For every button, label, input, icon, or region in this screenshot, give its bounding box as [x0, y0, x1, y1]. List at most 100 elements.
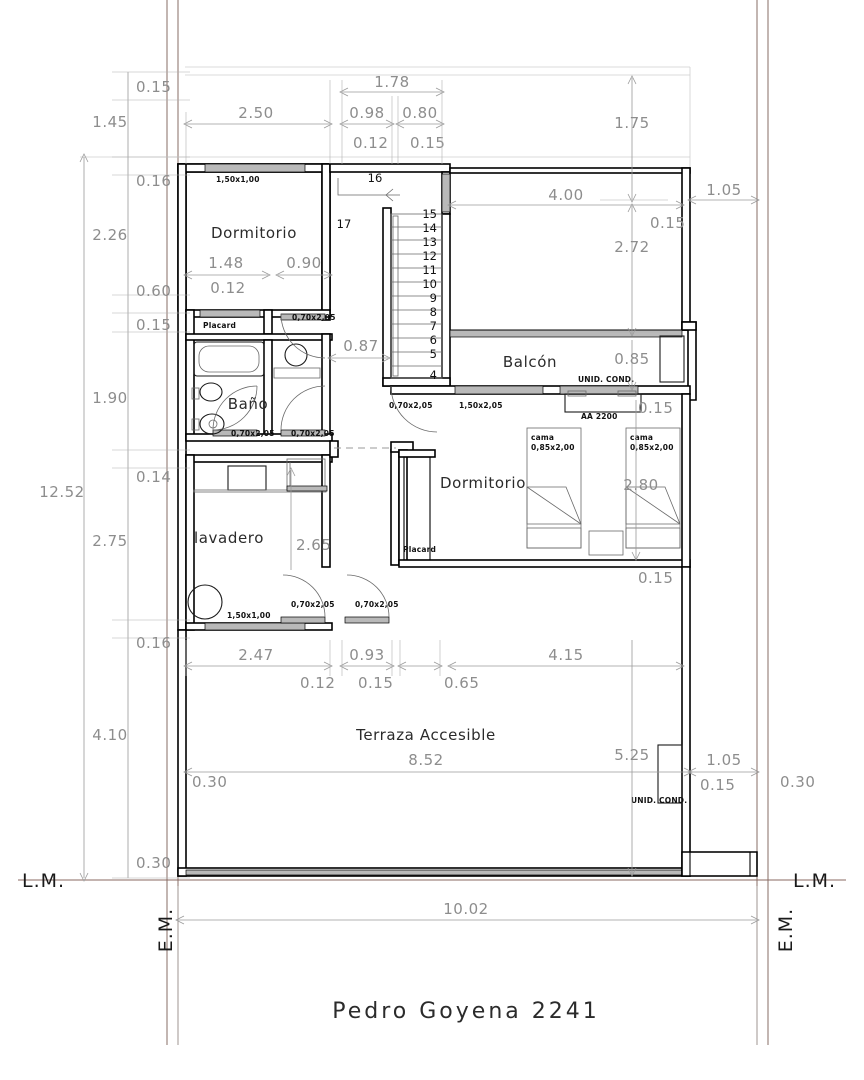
fixtures — [187, 335, 685, 804]
dim-0-30-right: 0.30 — [780, 773, 815, 791]
room-labels: Dormitorio Baño lavadero Balcón Dormitor… — [194, 224, 557, 744]
label-win-balcon: 1,50x2,05 — [459, 401, 503, 410]
svg-text:5: 5 — [430, 347, 437, 361]
label-win-dorm1: 1,50x1,00 — [216, 175, 260, 184]
room-label-lavadero: lavadero — [194, 529, 264, 547]
label-lm-right: L.M. — [793, 870, 836, 892]
dim-0-90: 0.90 — [286, 254, 321, 272]
dim-top-0-98: 0.98 — [349, 104, 384, 122]
label-door-lavadero: 0,70x2,05 — [291, 600, 335, 609]
dim-left-3: 2.26 — [92, 226, 127, 244]
room-label-dormitorio-1: Dormitorio — [211, 224, 297, 242]
walls — [177, 163, 758, 877]
dim-0-87: 0.87 — [343, 337, 378, 355]
dim-0-15-right: 0.15 — [650, 214, 685, 232]
opening-labels: 1,50x1,00 1,50x1,00 1,50x2,05 0,70x2,05 … — [216, 175, 503, 620]
dim-left-6: 1.90 — [92, 389, 127, 407]
equipment-labels: UNID. COND. AA 2200 UNID. COND. cama 0,8… — [531, 375, 687, 805]
label-cama-1-size: 0,85x2,00 — [531, 443, 575, 452]
stair-treads — [390, 213, 443, 379]
bathtub-icon — [193, 341, 265, 377]
door-swings — [212, 313, 438, 618]
label-placard-1: Placard — [203, 321, 236, 330]
dim-5-25: 5.25 — [614, 746, 649, 764]
nightstand-icon — [588, 530, 624, 556]
svg-text:7: 7 — [430, 319, 437, 333]
dim-4-15: 4.15 — [548, 646, 583, 664]
drawing-title: Pedro Goyena 2241 — [332, 999, 599, 1024]
label-cama-2: cama — [630, 433, 653, 442]
laundry-sink-icon — [187, 584, 223, 620]
dim-left-7: 0.14 — [136, 468, 171, 486]
sink-icon — [284, 343, 308, 367]
label-door-dorm1: 0,70x2,05 — [292, 313, 336, 322]
dim-top-0-80: 0.80 — [402, 104, 437, 122]
dim-left-5: 0.15 — [136, 316, 171, 334]
dim-overall-width: 10.02 — [443, 900, 488, 918]
dim-2-65: 2.65 — [296, 536, 331, 554]
dim-0-30-left: 0.30 — [192, 773, 227, 791]
dim-8-52: 8.52 — [408, 751, 443, 769]
label-cama-1: cama — [531, 433, 554, 442]
dim-1-05: 1.05 — [706, 181, 741, 199]
label-ac-terraza: UNID. COND. — [631, 796, 687, 805]
door-leaf-bano-1 — [212, 429, 258, 437]
stair-landing-17: 17 — [337, 217, 352, 231]
dim-top-2-50: 2.50 — [238, 104, 273, 122]
bidet-icon — [199, 382, 223, 402]
dim-2-72: 2.72 — [614, 238, 649, 256]
label-em-left: E.M. — [155, 908, 177, 952]
dim-0-15-bot: 0.15 — [358, 674, 393, 692]
ac-unit-balcon-icon — [564, 393, 642, 413]
dim-0-15-t: 0.15 — [700, 776, 735, 794]
svg-text:12: 12 — [422, 249, 437, 263]
svg-text:13: 13 — [422, 235, 437, 249]
svg-text:9: 9 — [430, 291, 437, 305]
dim-left-8: 2.75 — [92, 532, 127, 550]
dim-0-65: 0.65 — [444, 674, 479, 692]
room-label-balcon: Balcón — [503, 353, 557, 371]
dim-top-0-15: 0.15 — [410, 134, 445, 152]
dim-left-0: 0.15 — [136, 78, 171, 96]
svg-text:10: 10 — [422, 277, 437, 291]
bed-1-icon — [526, 427, 582, 549]
label-cama-2-size: 0,85x2,00 — [630, 443, 674, 452]
dimension-bottom-chain: 2.47 0.93 0.12 0.15 0.65 4.15 — [183, 640, 685, 692]
dim-1-48: 1.48 — [208, 254, 243, 272]
svg-text:14: 14 — [422, 221, 437, 235]
label-lm-left: L.M. — [22, 870, 65, 892]
label-door-bano-1: 0,70x2,05 — [231, 429, 275, 438]
dim-left-overall: 12.52 — [39, 483, 84, 501]
dim-2-80: 2.80 — [623, 476, 658, 494]
label-door-bano-2: 0,70x2,05 — [291, 429, 335, 438]
svg-text:8: 8 — [430, 305, 437, 319]
label-placard-2: Placard — [403, 545, 436, 554]
dim-left-1: 1.45 — [92, 113, 127, 131]
room-label-terraza: Terraza Accesible — [355, 726, 496, 744]
dim-1-05-b: 1.05 — [706, 751, 741, 769]
ac-unit-terraza-icon — [657, 744, 683, 804]
label-win-lavadero: 1,50x1,00 — [227, 611, 271, 620]
dim-0-15-b: 0.15 — [638, 399, 673, 417]
window-lavadero — [204, 622, 306, 631]
toilet-icon — [199, 413, 225, 435]
dim-left-11: 0.30 — [136, 854, 171, 872]
staircase: 15 14 13 12 11 10 9 8 7 6 5 4 16 17 — [337, 171, 443, 382]
dim-4-00: 4.00 — [548, 186, 583, 204]
dim-left-10: 4.10 — [92, 726, 127, 744]
door-leaf-bano-2 — [280, 429, 326, 437]
label-ac-model: AA 2200 — [581, 412, 618, 421]
bed-2-icon — [625, 427, 681, 549]
svg-text:15: 15 — [422, 207, 437, 221]
room-label-bano: Baño — [228, 395, 269, 413]
dim-left-4: 0.60 — [136, 282, 171, 300]
dim-1-75: 1.75 — [614, 114, 649, 132]
label-door-dorm2: 0,70x2,05 — [355, 600, 399, 609]
dim-top-0-12: 0.12 — [353, 134, 388, 152]
dim-top-1-78: 1.78 — [374, 73, 409, 91]
dimension-right-top: 1.75 1.05 0.15 2.72 0.85 4.00 0.15 0.15 … — [447, 75, 760, 587]
boundary-labels: L.M. L.M. E.M. E.M. 10.02 — [22, 870, 836, 1045]
room-label-dormitorio-2: Dormitorio — [440, 474, 526, 492]
washer-icon — [227, 465, 267, 491]
